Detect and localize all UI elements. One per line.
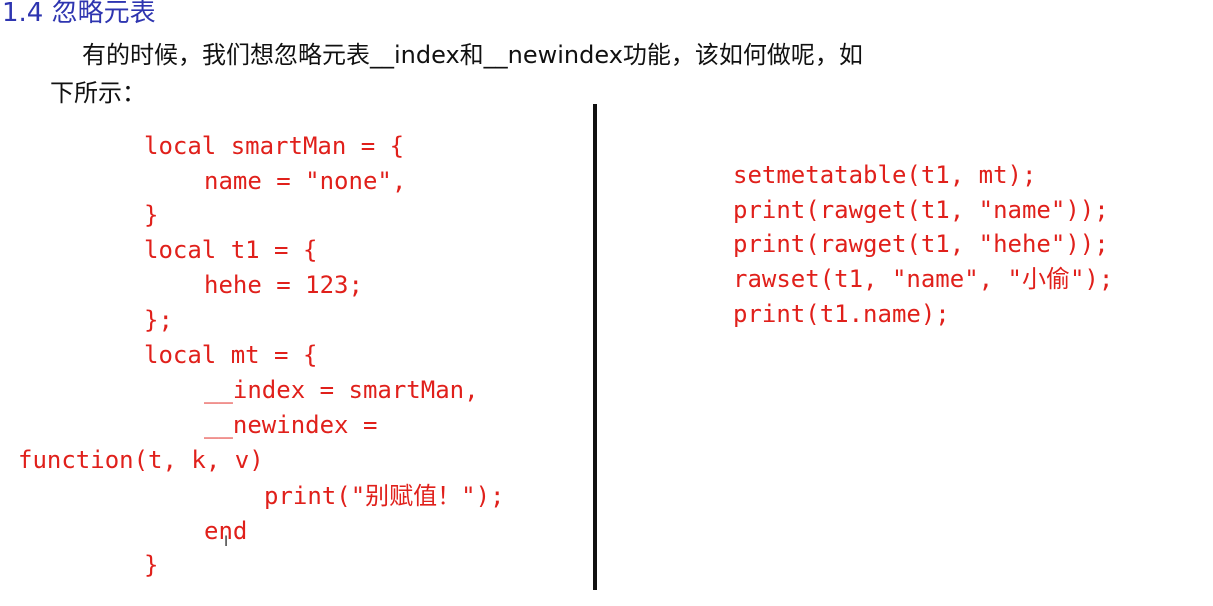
code-line: hehe = 123; [204,271,363,299]
code-line: __index = smartMan, [204,376,479,404]
code-line: local mt = { [144,341,318,369]
code-line: print("别赋值！"); [264,482,505,510]
text-cursor-icon: I [224,534,229,550]
code-line: print(rawget(t1, "name")); [733,196,1109,224]
code-line: } [144,201,159,229]
code-line: local smartMan = { [144,132,405,160]
code-line: function(t, k, v) [18,446,264,474]
code-line: __newindex = [204,411,378,439]
code-line: setmetatable(t1, mt); [733,161,1037,189]
code-line: }; [144,306,173,334]
code-line: rawset(t1, "name", "小偷"); [733,265,1114,293]
code-line: } [144,551,159,579]
column-divider [593,104,597,590]
intro-text-line-2: 下所示： [50,79,146,107]
code-line: local t1 = { [144,236,318,264]
code-line: end [204,517,248,545]
code-line: name = "none", [204,167,407,195]
code-line: print(t1.name); [733,300,950,328]
code-line: print(rawget(t1, "hehe")); [733,230,1109,258]
intro-text-line-1: 有的时候，我们想忽略元表__index和__newindex功能，该如何做呢，如 [82,41,863,69]
section-heading: 1.4 忽略元表 [2,0,156,28]
